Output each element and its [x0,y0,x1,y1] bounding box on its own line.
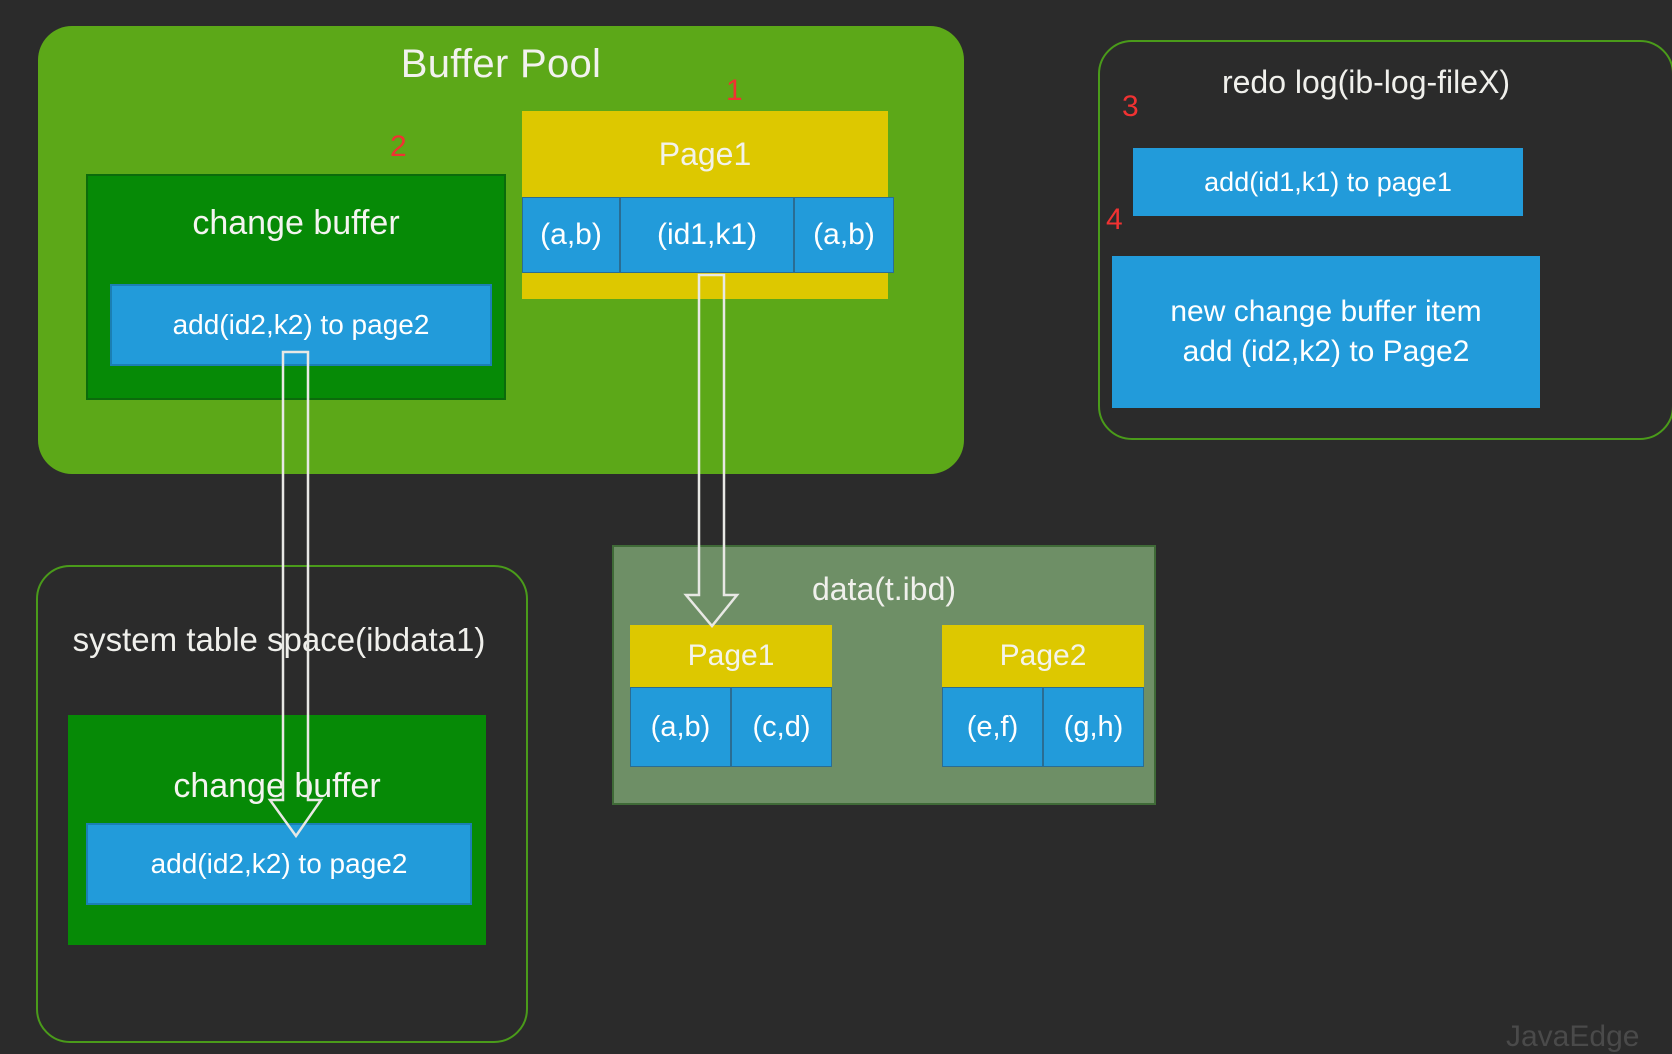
system-table-space-change-buffer: change buffer add(id2,k2) to page2 [68,715,486,945]
data-file-page1-label: Page1 [630,625,832,687]
step-number-3: 3 [1122,90,1139,123]
system-table-space-change-buffer-title: change buffer [173,767,381,805]
redo-log-entry-1: add(id1,k1) to page1 [1133,148,1523,216]
data-file-container: data(t.ibd) Page1 (a,b) (c,d) Page2 (e,f… [612,545,1156,805]
data-file-page2-cell: (e,f) [942,687,1043,767]
buffer-pool-title: Buffer Pool [400,42,602,86]
data-file-page1: Page1 (a,b) (c,d) [630,625,832,791]
step-number-1: 1 [726,74,743,107]
buffer-pool-page1-cell: (a,b) [522,197,620,273]
data-file-page1-cell: (c,d) [731,687,832,767]
buffer-pool-change-buffer-item: add(id2,k2) to page2 [110,284,492,366]
buffer-pool-page1-cell: (id1,k1) [620,197,794,273]
redo-log-entry-2-line1: new change buffer item [1170,294,1482,328]
buffer-pool-change-buffer: change buffer add(id2,k2) to page2 [86,174,506,400]
buffer-pool-page1-cells: (a,b) (id1,k1) (a,b) [522,197,894,273]
redo-log-entry-2: new change buffer item add (id2,k2) to P… [1112,256,1540,408]
system-table-space-change-buffer-item: add(id2,k2) to page2 [86,823,472,905]
data-file-title: data(t.ibd) [811,571,957,607]
data-file-page1-cells: (a,b) (c,d) [630,687,832,767]
buffer-pool-change-buffer-title: change buffer [192,204,400,242]
data-file-page2-label: Page2 [942,625,1144,687]
redo-log-entry-2-line2: add (id2,k2) to Page2 [1182,335,1470,368]
redo-log-title: redo log(ib-log-fileX) [1221,64,1511,100]
step-number-4: 4 [1106,203,1123,236]
step-number-2: 2 [390,130,407,163]
watermark: JavaEdge [1506,1020,1640,1053]
data-file-pages: Page1 (a,b) (c,d) Page2 (e,f) (g,h) [630,625,1144,791]
system-table-space-title: system table space(ibdata1) [72,621,486,658]
data-file-page1-cell: (a,b) [630,687,731,767]
data-file-page2-cells: (e,f) (g,h) [942,687,1144,767]
data-file-page2-cell: (g,h) [1043,687,1144,767]
redo-log-container: redo log(ib-log-fileX) [1098,40,1672,440]
buffer-pool-page1-cell: (a,b) [794,197,894,273]
data-file-page2: Page2 (e,f) (g,h) [942,625,1144,791]
buffer-pool-page1-label: Page1 [658,135,752,172]
buffer-pool-page1: Page1 (a,b) (id1,k1) (a,b) [522,111,894,299]
